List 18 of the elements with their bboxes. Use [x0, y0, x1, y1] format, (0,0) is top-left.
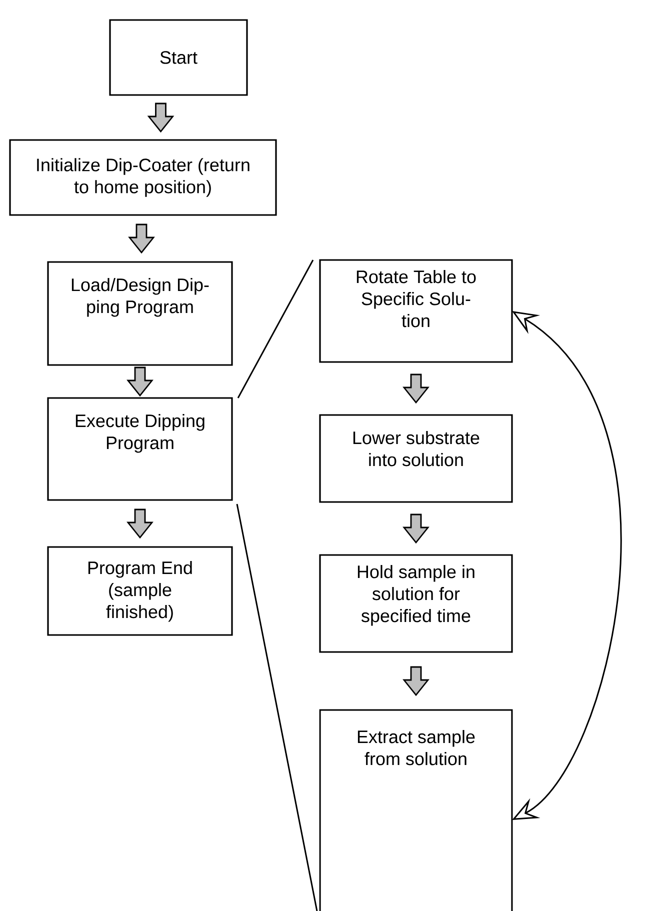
process-box: Initialize Dip-Coater (return to home position)	[9, 139, 277, 216]
process-box: Start	[109, 19, 248, 96]
process-box: Program End (sample finished)	[47, 546, 233, 636]
block-arrow	[126, 508, 154, 539]
block-arrow	[402, 374, 430, 404]
block-arrow	[128, 224, 155, 254]
process-box: Hold sample in solution for specified time	[319, 554, 513, 653]
block-arrow	[147, 102, 174, 133]
block-arrow	[126, 366, 154, 397]
process-box: Rotate Table to Specific Solu- tion	[319, 259, 513, 363]
process-box: Execute Dipping Program	[47, 397, 233, 501]
zoom-line	[237, 260, 314, 398]
zoom-line	[236, 504, 318, 911]
process-box: Lower substrate into solution	[319, 414, 513, 503]
process-box: Load/Design Dip- ping Program	[47, 261, 233, 366]
block-arrow	[402, 514, 430, 544]
block-arrow	[402, 666, 430, 696]
process-box: Extract sample from solution	[319, 709, 513, 911]
